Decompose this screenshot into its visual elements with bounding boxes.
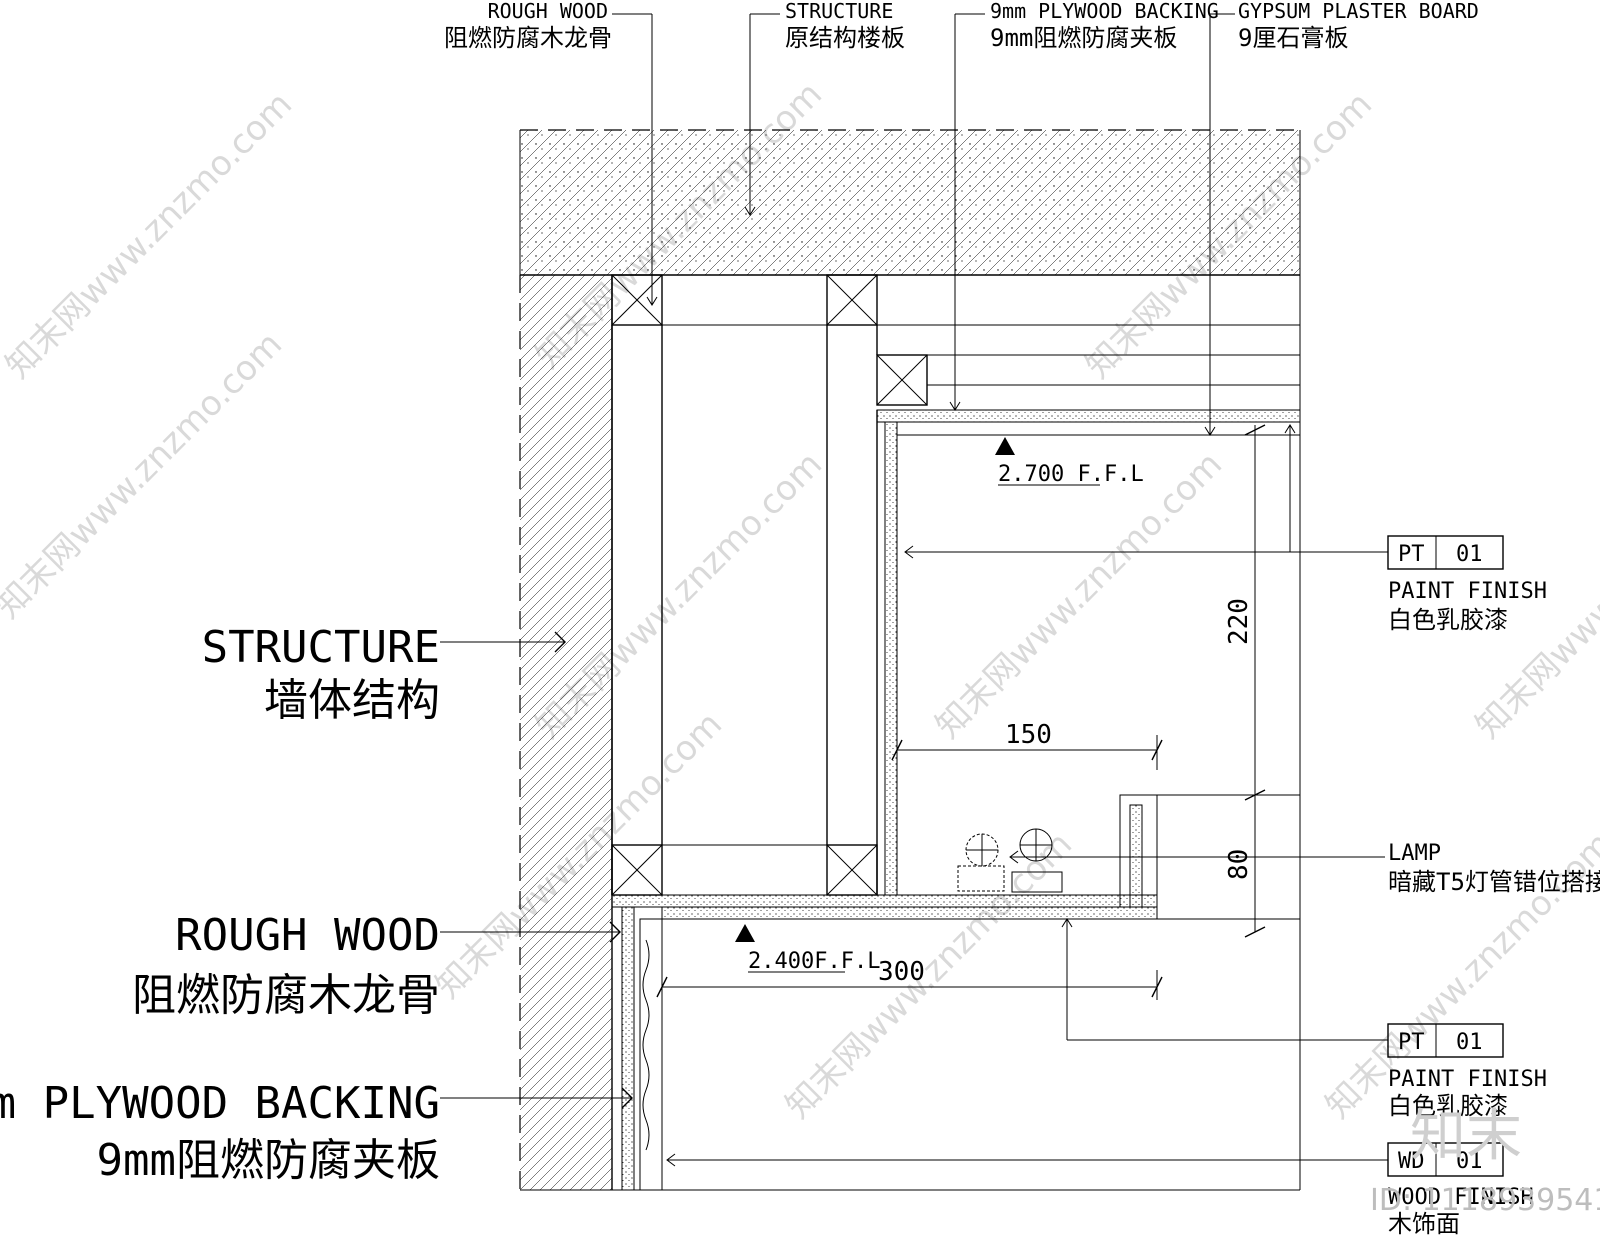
top-label-0-cn: 阻燃防腐木龙骨 [444, 24, 612, 52]
leader-structure-left: STRUCTURE 墙体结构 [202, 622, 566, 726]
tag-2-code: WD [1398, 1149, 1425, 1174]
tag-paint-finish-2: PT 01 PAINT FINISH 白色乳胶漆 [1061, 918, 1547, 1120]
watermark-text: 知末网www.znzmo.com [0, 324, 290, 626]
lamp-en: LAMP [1388, 841, 1441, 866]
tag-1-code: PT [1398, 1030, 1425, 1055]
leader-lamp: LAMP 暗藏T5灯管错位搭接 [1009, 841, 1600, 896]
watermark-logo: 知末 ID: 1118939541 [1370, 1104, 1600, 1218]
leader-plywood-left: 9mm PLYWOOD BACKING 9mm阻燃防腐夹板 [0, 1078, 633, 1186]
left-label-0-cn: 墙体结构 [264, 675, 440, 726]
dimension-220: 220 [1224, 424, 1266, 801]
watermark-text: 知末网www.znzmo.com [778, 824, 1080, 1126]
id-text: ID: 1118939541 [1370, 1183, 1600, 1218]
tag-2-cn: 木饰面 [1388, 1210, 1460, 1238]
left-label-2-cn: 9mm阻燃防腐夹板 [97, 1135, 440, 1186]
top-label-1-en: STRUCTURE [785, 0, 893, 23]
level-marker-upper: 2.700 F.F.L [995, 437, 1144, 487]
top-label-2-cn: 9mm阻燃防腐夹板 [990, 24, 1177, 52]
tag-1-cn: 白色乳胶漆 [1388, 1092, 1508, 1120]
tag-0-code: PT [1398, 542, 1425, 567]
tag-0-en: PAINT FINISH [1388, 579, 1547, 604]
level-marker-lower: 2.400F.F.L [735, 924, 880, 974]
top-label-2-en: 9mm PLYWOOD BACKING [990, 0, 1219, 23]
left-label-1-en: ROUGH WOOD [175, 910, 440, 961]
tag-paint-finish-1: PT 01 PAINT FINISH 白色乳胶漆 [904, 424, 1547, 634]
t5-lamp [957, 828, 1063, 893]
dimension-300: 300 [656, 957, 1163, 1000]
top-label-0-en: ROUGH WOOD [488, 0, 608, 23]
left-label-1-cn: 阻燃防腐木龙骨 [132, 970, 440, 1021]
dim-220-text: 220 [1224, 598, 1254, 645]
logo-text: 知末 [1410, 1104, 1522, 1169]
leader-rough-wood-left: ROUGH WOOD 阻燃防腐木龙骨 [132, 910, 621, 1021]
left-label-0-en: STRUCTURE [202, 622, 440, 673]
leader-plywood-top: 9mm PLYWOOD BACKING 9mm阻燃防腐夹板 [949, 0, 1219, 411]
dimension-80: 80 [1224, 795, 1266, 938]
lamp-cn: 暗藏T5灯管错位搭接 [1388, 868, 1600, 896]
tag-2-num: 01 [1456, 1149, 1483, 1174]
dim-300-text: 300 [878, 957, 925, 987]
level-upper: 2.700 F.F.L [998, 462, 1144, 487]
dim-80-text: 80 [1224, 849, 1254, 880]
tag-0-num: 01 [1456, 542, 1483, 567]
rough-wood-frame [611, 274, 1300, 896]
tag-1-en: PAINT FINISH [1388, 1067, 1547, 1092]
left-label-2-en: 9mm PLYWOOD BACKING [0, 1078, 440, 1129]
watermark-text: 知末网www.znzmo.com [928, 444, 1230, 746]
leader-rough-wood-top: ROUGH WOOD 阻燃防腐木龙骨 [444, 0, 658, 306]
structure-slab [519, 129, 1301, 276]
tag-wood-finish: WD 01 WOOD FINISH 木饰面 [666, 1142, 1534, 1238]
tag-2-en: WOOD FINISH [1388, 1185, 1534, 1210]
dimension-150: 150 [891, 720, 1163, 770]
leader-gypsum-top: GYPSUM PLASTER BOARD 9厘石膏板 [1204, 0, 1479, 436]
level-lower: 2.400F.F.L [748, 949, 880, 974]
leader-structure-top: STRUCTURE 原结构楼板 [744, 0, 905, 216]
dim-150-text: 150 [1005, 720, 1052, 750]
top-label-3-en: GYPSUM PLASTER BOARD [1238, 0, 1479, 23]
tag-1-num: 01 [1456, 1030, 1483, 1055]
tag-0-cn: 白色乳胶漆 [1388, 606, 1508, 634]
top-label-3-cn: 9厘石膏板 [1238, 24, 1348, 52]
top-label-1-cn: 原结构楼板 [785, 24, 905, 52]
board-layers [611, 409, 1301, 1191]
